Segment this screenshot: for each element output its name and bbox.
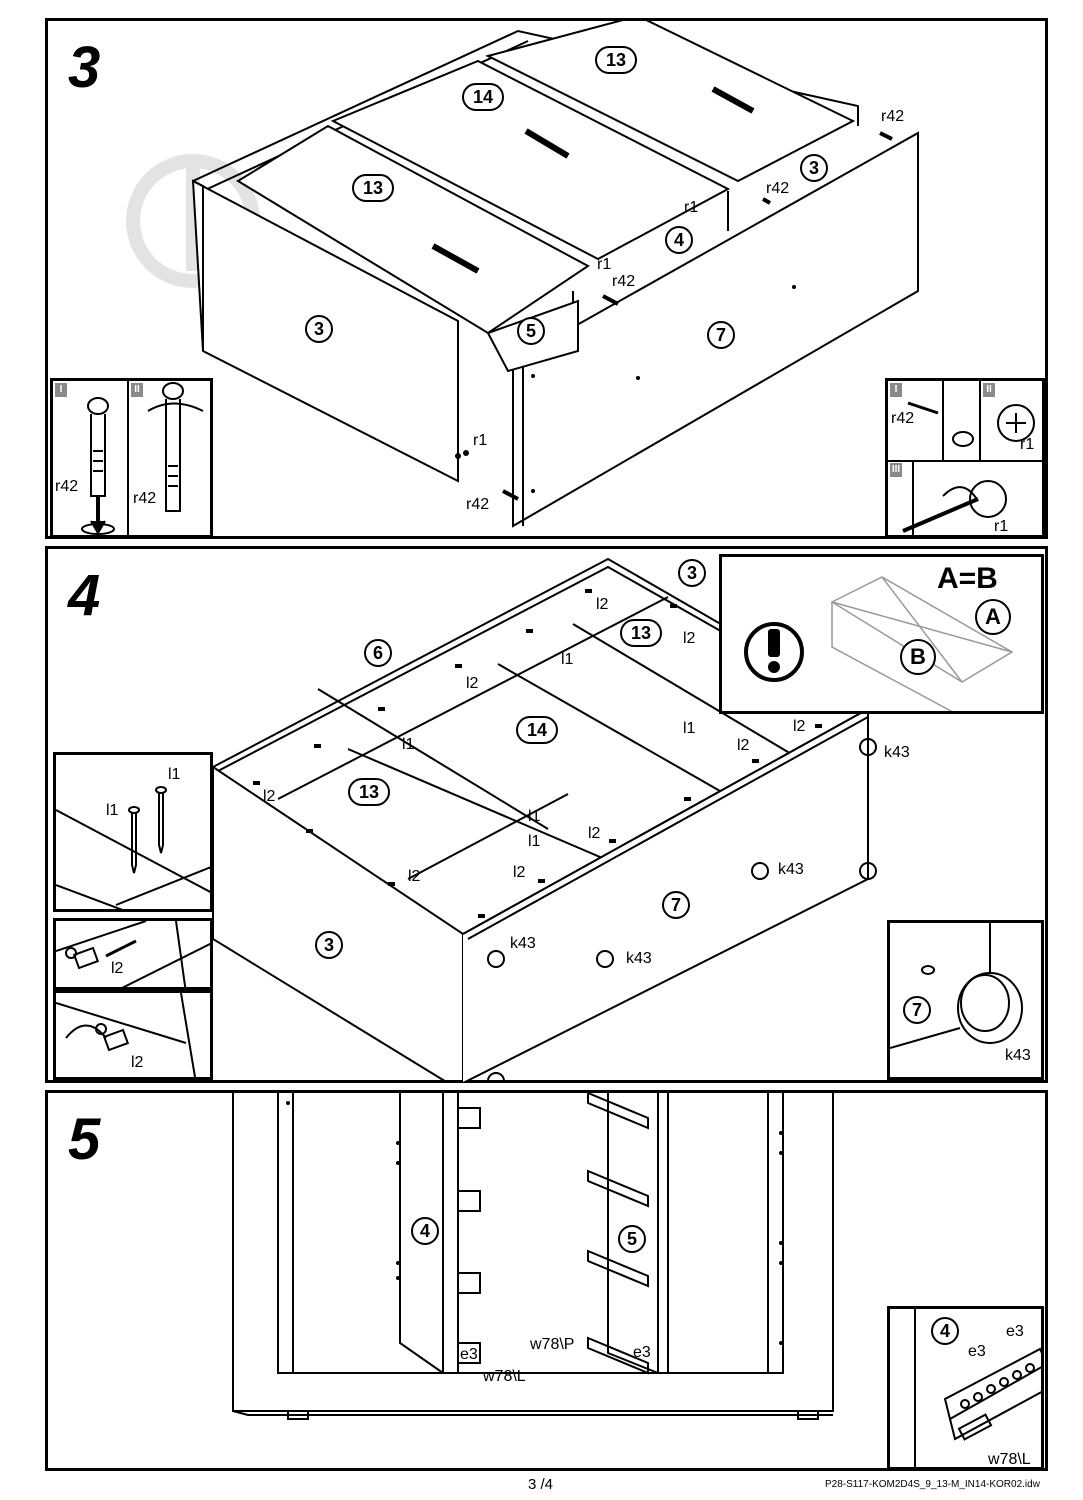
e3-label: e3: [633, 1344, 651, 1361]
l1-label: l1: [683, 720, 696, 737]
diagonal-b-marker: B: [900, 639, 936, 675]
r1-label: r1: [684, 199, 699, 216]
l2-label: l2: [596, 596, 609, 613]
l2-label: l2: [683, 630, 696, 647]
part-4-callout: 4: [931, 1317, 959, 1345]
part-7-callout: 7: [903, 996, 931, 1024]
l1-label: l1: [528, 808, 541, 825]
step-3-inset-cam-bolt: I II r42 r42: [50, 378, 213, 538]
r1-label: r1: [994, 518, 1009, 535]
part-13-callout: 13: [348, 778, 390, 806]
step-3-number: 3: [68, 35, 101, 100]
step-4-number: 4: [68, 563, 101, 628]
r42-label: r42: [55, 478, 79, 495]
part-14-callout: 14: [516, 716, 558, 744]
r42-label: r42: [881, 108, 905, 125]
step-5-panel: 5: [45, 1090, 1048, 1471]
k43-label: k43: [778, 861, 804, 878]
step-5-number: 5: [68, 1107, 101, 1172]
l2-label: l2: [793, 718, 806, 735]
step-3-panel: 3: [45, 18, 1048, 539]
part-3-callout: 3: [800, 154, 828, 182]
cam-bolt-diagram: [81, 381, 204, 535]
l1-label: l1: [561, 651, 574, 668]
runner-diagram: [914, 1309, 1041, 1467]
drawing-file-name: P28-S117-KOM2D4S_9_13-M_IN14-KOR02.idw: [825, 1479, 1040, 1490]
e3-label: e3: [968, 1343, 986, 1360]
step-4-inset-nails: l1 l1: [53, 752, 213, 912]
l1-label: l1: [168, 766, 181, 783]
roman-numeral-label: I: [55, 383, 67, 397]
l2-label: l2: [466, 675, 479, 692]
l1-label: l1: [528, 833, 541, 850]
part-7-callout: 7: [662, 891, 690, 919]
w78p-label: w78\P: [530, 1336, 575, 1353]
bracket-screw-turn-diagram: [56, 993, 197, 1077]
part-13-callout: 13: [620, 619, 662, 647]
cam-lock-diagram: [888, 381, 1042, 535]
roman-numeral-label: II: [131, 383, 143, 397]
part-6-callout: 6: [364, 639, 392, 667]
step-3-inset-cam-lock: I II III r42 r1 r1: [885, 378, 1045, 538]
r42-label: r42: [891, 410, 915, 427]
knob-diagram: [890, 923, 1023, 1049]
part-3-callout: 3: [305, 315, 333, 343]
part-13-callout: 13: [352, 174, 394, 202]
step-4-inset-bracket-screw: l2: [53, 918, 213, 990]
roman-numeral-label: III: [890, 463, 902, 477]
roman-numeral-label: I: [890, 383, 902, 397]
step-5-drawing: [232, 1093, 834, 1420]
page-number: 3 /4: [528, 1476, 554, 1493]
k43-label: k43: [510, 935, 536, 952]
r1-label: r1: [473, 432, 488, 449]
part-7-callout: 7: [707, 321, 735, 349]
diagonal-equation: A=B: [937, 562, 998, 595]
step-4-callout-diagonal-check: A=B A B: [719, 554, 1044, 714]
diagonal-check-diagram: [744, 576, 1014, 711]
part-3-callout: 3: [315, 931, 343, 959]
l2-label: l2: [263, 788, 276, 805]
part-5-callout: 5: [618, 1225, 646, 1253]
l2-label: l2: [513, 864, 526, 881]
k43-label: k43: [626, 950, 652, 967]
part-4-callout: 4: [411, 1217, 439, 1245]
r42-label: r42: [466, 496, 490, 513]
part-5-callout: 5: [517, 317, 545, 345]
k43-label: k43: [884, 744, 910, 761]
diagonal-a-marker: A: [975, 599, 1011, 635]
l2-label: l2: [408, 868, 421, 885]
r42-label: r42: [133, 490, 157, 507]
part-3-callout: 3: [678, 559, 706, 587]
step-4-inset-knob: 7 k43: [887, 920, 1044, 1080]
l1-label: l1: [106, 802, 119, 819]
e3-label: e3: [1006, 1323, 1024, 1340]
part-4-callout: 4: [665, 226, 693, 254]
bracket-screw-diagram: [56, 921, 210, 987]
r42-label: r42: [766, 180, 790, 197]
r1-label: r1: [1020, 436, 1035, 453]
step-4-panel: 4: [45, 546, 1048, 1083]
e3-label: e3: [460, 1346, 478, 1363]
step-4-inset-bracket-screw-turn: l2: [53, 990, 213, 1080]
l1-label: l1: [402, 736, 415, 753]
r42-label: r42: [612, 273, 636, 290]
l2-label: l2: [588, 825, 601, 842]
roman-numeral-label: II: [983, 383, 995, 397]
l2-label: l2: [131, 1054, 144, 1071]
w78l-label: w78\L: [483, 1368, 526, 1385]
step-5-inset-runner: 4 e3 e3 w78\L: [887, 1306, 1044, 1470]
part-13-callout: 13: [595, 46, 637, 74]
r1-label: r1: [597, 256, 612, 273]
l2-label: l2: [737, 737, 750, 754]
l2-label: l2: [111, 960, 124, 977]
k43-label: k43: [1005, 1047, 1031, 1064]
nail-diagram: [56, 786, 210, 909]
w78l-label: w78\L: [988, 1451, 1031, 1468]
part-14-callout: 14: [462, 83, 504, 111]
